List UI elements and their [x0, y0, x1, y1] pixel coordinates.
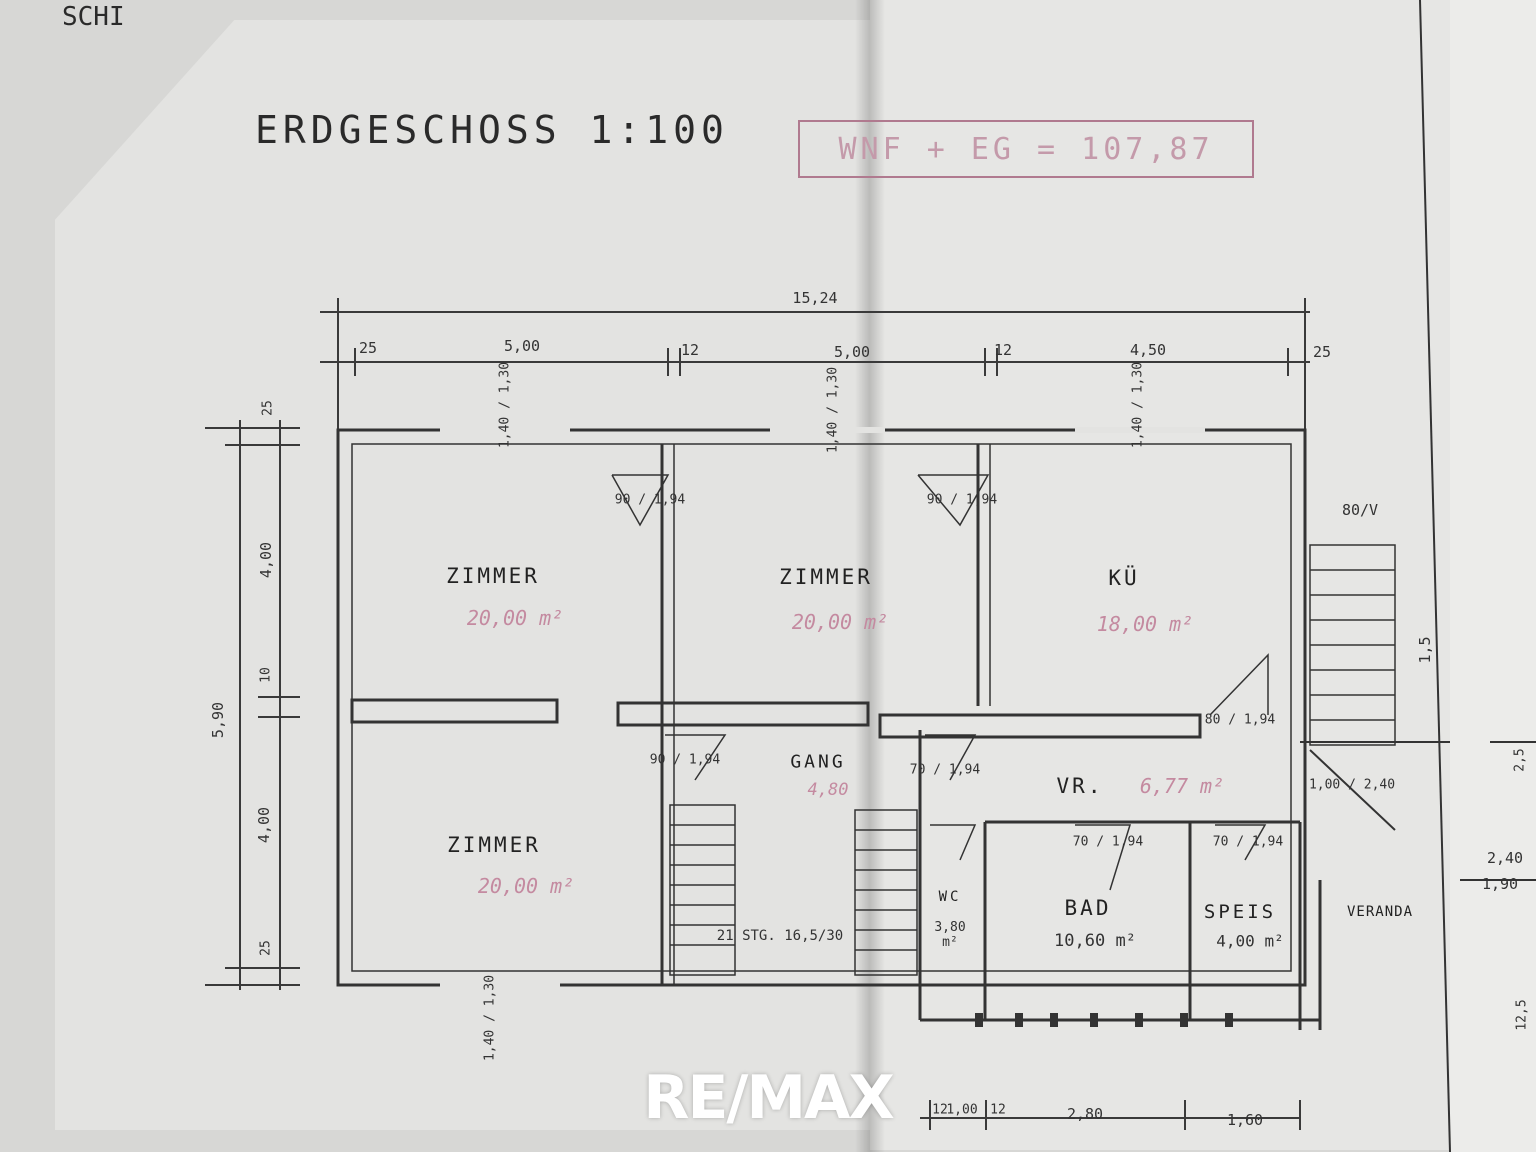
dim-top-2: 5,00 — [503, 337, 541, 355]
stair-left — [669, 804, 736, 976]
dim-top-7: 25 — [1312, 343, 1332, 361]
dim-left-6: 25 — [258, 940, 274, 956]
door-swings — [611, 474, 1269, 891]
room-area-wc: 3,80 m² — [934, 920, 966, 950]
dim-misc-2: 80/V — [1341, 501, 1379, 519]
room-label-veranda: VERANDA — [1346, 904, 1414, 920]
dim-misc-5: 12,5 — [1514, 999, 1530, 1031]
dim-door-6: 80 / 1,94 — [1204, 712, 1276, 728]
room-label-wc: WC — [938, 889, 962, 905]
remax-logo: RE/MAX — [643, 1063, 895, 1133]
room-label-kueche: KÜ — [1108, 566, 1140, 590]
door-swing-8 — [1209, 653, 1269, 716]
window-openings — [440, 427, 1205, 988]
room-area-gang: 4,80 — [807, 780, 849, 800]
room-area-vr: 6,77 m² — [1139, 774, 1225, 798]
dim-outer-right-2: 1,90 — [1481, 875, 1519, 893]
dim-bottom-3: 12 — [990, 1102, 1006, 1118]
dim-left-1: 25 — [260, 400, 276, 416]
room-area-kueche: 18,00 m² — [1096, 612, 1194, 636]
area-note: WNF + EG = 107,87 — [838, 131, 1214, 167]
dim-top-6: 4,50 — [1129, 341, 1167, 359]
room-label-gang: GANG — [790, 751, 846, 773]
room-area-zimmer-2: 20,00 m² — [791, 610, 889, 634]
room-area-bad: 10,60 m² — [1054, 931, 1136, 951]
plan-title: ERDGESCHOSS 1:100 — [255, 108, 729, 152]
dim-bottom-4: 2,80 — [1066, 1105, 1104, 1123]
door-swing-7 — [930, 824, 977, 861]
dim-outer-right-1: 2,40 — [1486, 849, 1524, 867]
dim-top-4: 5,00 — [833, 343, 871, 361]
dim-left-4: 5,90 — [209, 701, 227, 739]
room-label-zimmer-2: ZIMMER — [779, 565, 873, 589]
dim-door-2: 90 / 1,94 — [926, 492, 998, 508]
stair-mid — [854, 809, 918, 976]
dim-window-bottom: 1,40 / 1,30 — [482, 974, 498, 1062]
dim-bottom-1: 12 — [932, 1102, 948, 1118]
dim-window-2: 1,40 / 1,30 — [825, 366, 841, 454]
walls — [336, 428, 1322, 1030]
door-swing-4 — [925, 734, 977, 781]
room-label-speis: SPEIS — [1203, 901, 1277, 923]
corridor-wall-right — [878, 713, 1202, 739]
dim-top-3: 12 — [680, 341, 700, 359]
door-swing-6 — [1215, 824, 1267, 861]
dim-misc-3: 1,00 / 2,40 — [1308, 777, 1396, 793]
page-fold-line — [1419, 0, 1451, 1152]
dim-misc-1: 1,5 — [1416, 636, 1434, 664]
room-label-zimmer-1: ZIMMER — [446, 564, 540, 588]
door-swing-1 — [611, 474, 670, 527]
corridor-wall-left — [350, 698, 559, 724]
dim-stair-note: 21 STG. 16,5/30 — [716, 928, 844, 944]
dim-bottom-2: 1,00 — [946, 1102, 978, 1118]
corridor-wall-mid — [616, 701, 870, 727]
dim-total-width: 15,24 — [792, 289, 838, 307]
room-label-zimmer-3: ZIMMER — [447, 833, 541, 857]
dim-door-7: 70 / 1,94 — [1212, 834, 1284, 850]
ext-diagonal — [1309, 749, 1396, 831]
corner-fragment: SCHI — [62, 2, 125, 32]
dim-window-3: 1,40 / 1,30 — [1130, 361, 1146, 449]
dim-top-5: 12 — [993, 341, 1013, 359]
dim-left-5: 4,00 — [255, 806, 273, 844]
room-area-zimmer-1: 20,00 m² — [466, 606, 564, 630]
foundation-marks — [975, 1013, 1233, 1027]
dim-door-3: 90 / 1,94 — [649, 752, 721, 768]
paper-right — [870, 0, 1450, 1150]
room-label-vr: VR. — [1056, 774, 1104, 798]
dim-door-4: 70 / 1,94 — [909, 762, 981, 778]
dim-window-1: 1,40 / 1,30 — [497, 361, 513, 449]
dim-bottom-5: 1,60 — [1226, 1111, 1264, 1129]
dim-misc-4: 2,5 — [1512, 748, 1528, 772]
dim-left-3: 10 — [258, 667, 274, 683]
stairs — [669, 544, 1396, 976]
paper-edge — [1450, 0, 1536, 1152]
outer-structure — [1300, 0, 1536, 1152]
dim-left-2: 4,00 — [257, 541, 275, 579]
dim-door-1: 90 / 1,94 — [614, 492, 686, 508]
dimension-lines — [205, 298, 1310, 1130]
door-swing-3 — [665, 734, 727, 781]
area-note-box: WNF + EG = 107,87 — [798, 120, 1254, 178]
room-label-bad: BAD — [1064, 896, 1112, 920]
outer-wall — [336, 428, 1307, 987]
door-swing-5 — [1075, 824, 1132, 891]
room-area-speis: 4,00 m² — [1216, 931, 1284, 951]
door-swing-2 — [917, 474, 990, 527]
dim-door-5: 70 / 1,94 — [1072, 834, 1144, 850]
room-area-zimmer-3: 20,00 m² — [477, 874, 575, 898]
paper-fold — [855, 0, 885, 1152]
dim-top-1: 25 — [358, 339, 378, 357]
